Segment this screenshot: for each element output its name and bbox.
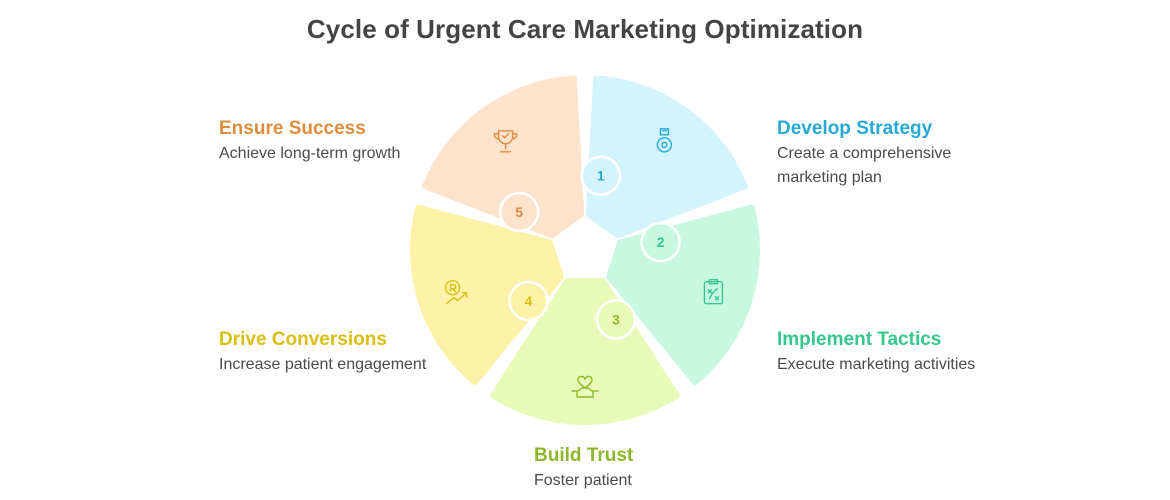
step-1-segment [585, 75, 748, 239]
trophy-icon [493, 130, 518, 153]
step-5-number: 5 [515, 204, 523, 220]
step-3-description: Foster patient [534, 472, 632, 489]
step-5-label: Ensure Success Achieve long-term growth [219, 117, 400, 165]
handshake-heart-icon [571, 375, 599, 398]
step-3-badge [595, 299, 637, 340]
step-4-badge [508, 280, 549, 322]
step-3-label: Build Trust Foster patient [534, 444, 633, 492]
strategy-gear-icon-stroke-1 [656, 137, 673, 153]
growth-coin-icon-stroke-3 [445, 292, 468, 305]
step-2-description: Execute marketing activities [777, 356, 976, 373]
step-5-heading: Ensure Success [219, 118, 366, 139]
step-1-heading: Develop Strategy [777, 118, 933, 139]
step-3-segment [490, 278, 680, 426]
step-4-segment [410, 204, 564, 386]
trophy-icon-stroke-1 [497, 130, 514, 145]
step-1-badge [580, 155, 622, 196]
trophy-icon-stroke-3 [499, 133, 512, 153]
step-1-description-line-2: marketing plan [777, 169, 882, 186]
step-4-description: Increase patient engagement [219, 356, 427, 373]
trophy-icon-stroke-2 [493, 133, 518, 140]
strategy-gear-icon [656, 128, 673, 153]
step-2-badge [640, 221, 681, 263]
step-4-heading: Drive Conversions [219, 329, 387, 350]
step-5-segment [422, 75, 585, 239]
step-5-description: Achieve long-term growth [219, 145, 401, 162]
step-2-label: Implement Tactics Execute marketing acti… [777, 328, 975, 376]
strategy-gear-icon-stroke-3 [659, 128, 670, 136]
growth-coin-icon [444, 280, 468, 305]
step-3-heading: Build Trust [534, 445, 634, 466]
step-1-number: 1 [597, 168, 605, 184]
step-2-heading: Implement Tactics [777, 329, 942, 350]
clipboard-plan-icon-stroke-2 [708, 279, 719, 285]
handshake-heart-icon-stroke-2 [571, 387, 599, 398]
diagram-title: Cycle of Urgent Care Marketing Optimizat… [306, 14, 864, 44]
clipboard-plan-icon-stroke-1 [703, 281, 724, 305]
step-4-number: 4 [525, 293, 533, 309]
step-3-number: 3 [612, 311, 620, 327]
step-4-label: Drive Conversions Increase patient engag… [219, 328, 426, 376]
step-5-badge [498, 191, 540, 233]
strategy-gear-icon-stroke-2 [661, 141, 668, 149]
growth-coin-icon-stroke-2 [449, 284, 457, 293]
clipboard-plan-icon [703, 279, 724, 305]
clipboard-plan-icon-stroke-3 [707, 288, 720, 301]
growth-coin-icon-stroke-1 [444, 280, 461, 296]
step-1-description-line-1: Create a comprehensive [777, 145, 952, 162]
step-2-number: 2 [657, 234, 665, 250]
step-1-label: Develop Strategy Create a comprehensive … [777, 117, 951, 189]
